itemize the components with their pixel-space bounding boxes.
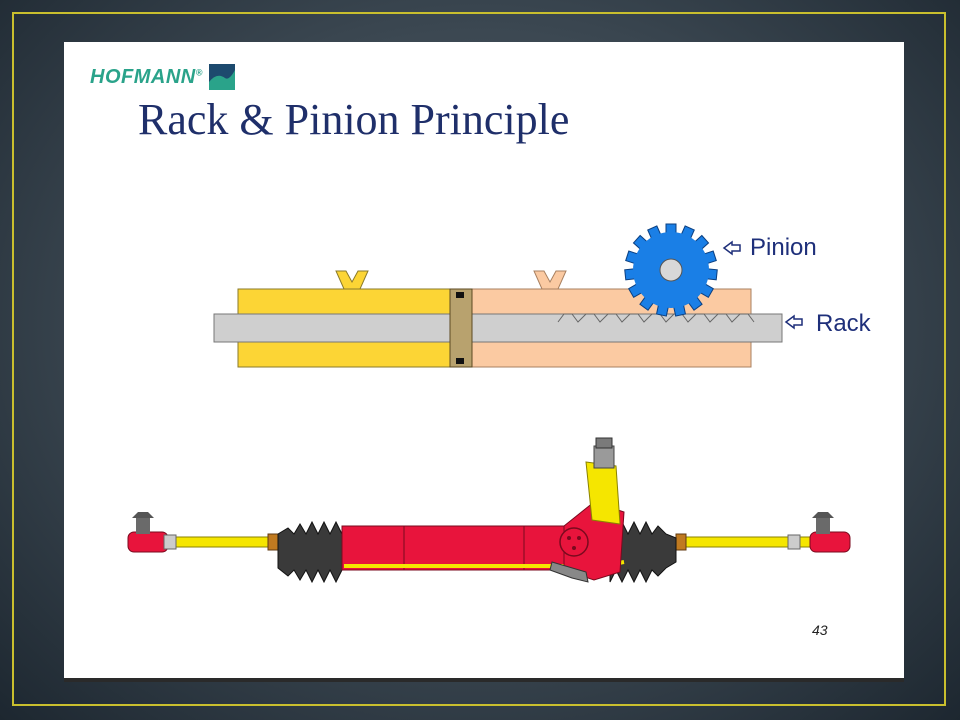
rack-label: Rack [816,310,871,337]
pinion-label: Pinion [750,234,817,261]
piston-seal-bottom [456,358,464,364]
steering-housing [341,525,583,571]
pinion-arrow-icon [722,240,741,256]
steering-rack-illustration [127,437,851,584]
logo-mark-icon [208,64,235,90]
port-notch-right [533,270,567,290]
page-number: 43 [812,622,828,638]
logo: HOFMANN® [90,62,235,92]
slide-bottom-rule [64,678,904,682]
tie-rod-end-right [675,512,851,553]
piston-seal-top [456,292,464,298]
slide-title: Rack & Pinion Principle [138,95,570,144]
mounting-bracket [549,561,589,583]
input-shaft [593,445,615,469]
boot-right [609,520,677,584]
port-notch-left [335,270,369,290]
schematic-diagram [213,223,803,368]
valve-tower [585,461,621,525]
rack-teeth [557,313,755,323]
rack-pinion-diagram [127,223,851,584]
pinion-gear [624,223,718,317]
slide-frame [12,12,946,706]
boot-left [277,520,343,584]
rack-arrow-icon [784,314,803,330]
piston [449,288,473,368]
pinion-cover-icon [559,527,589,557]
rack-bar [213,313,783,343]
slide: HOFMANN® Rack & Pinion Principle [64,42,904,680]
tie-rod-end-left [127,512,279,553]
logo-text: HOFMANN® [90,65,203,88]
